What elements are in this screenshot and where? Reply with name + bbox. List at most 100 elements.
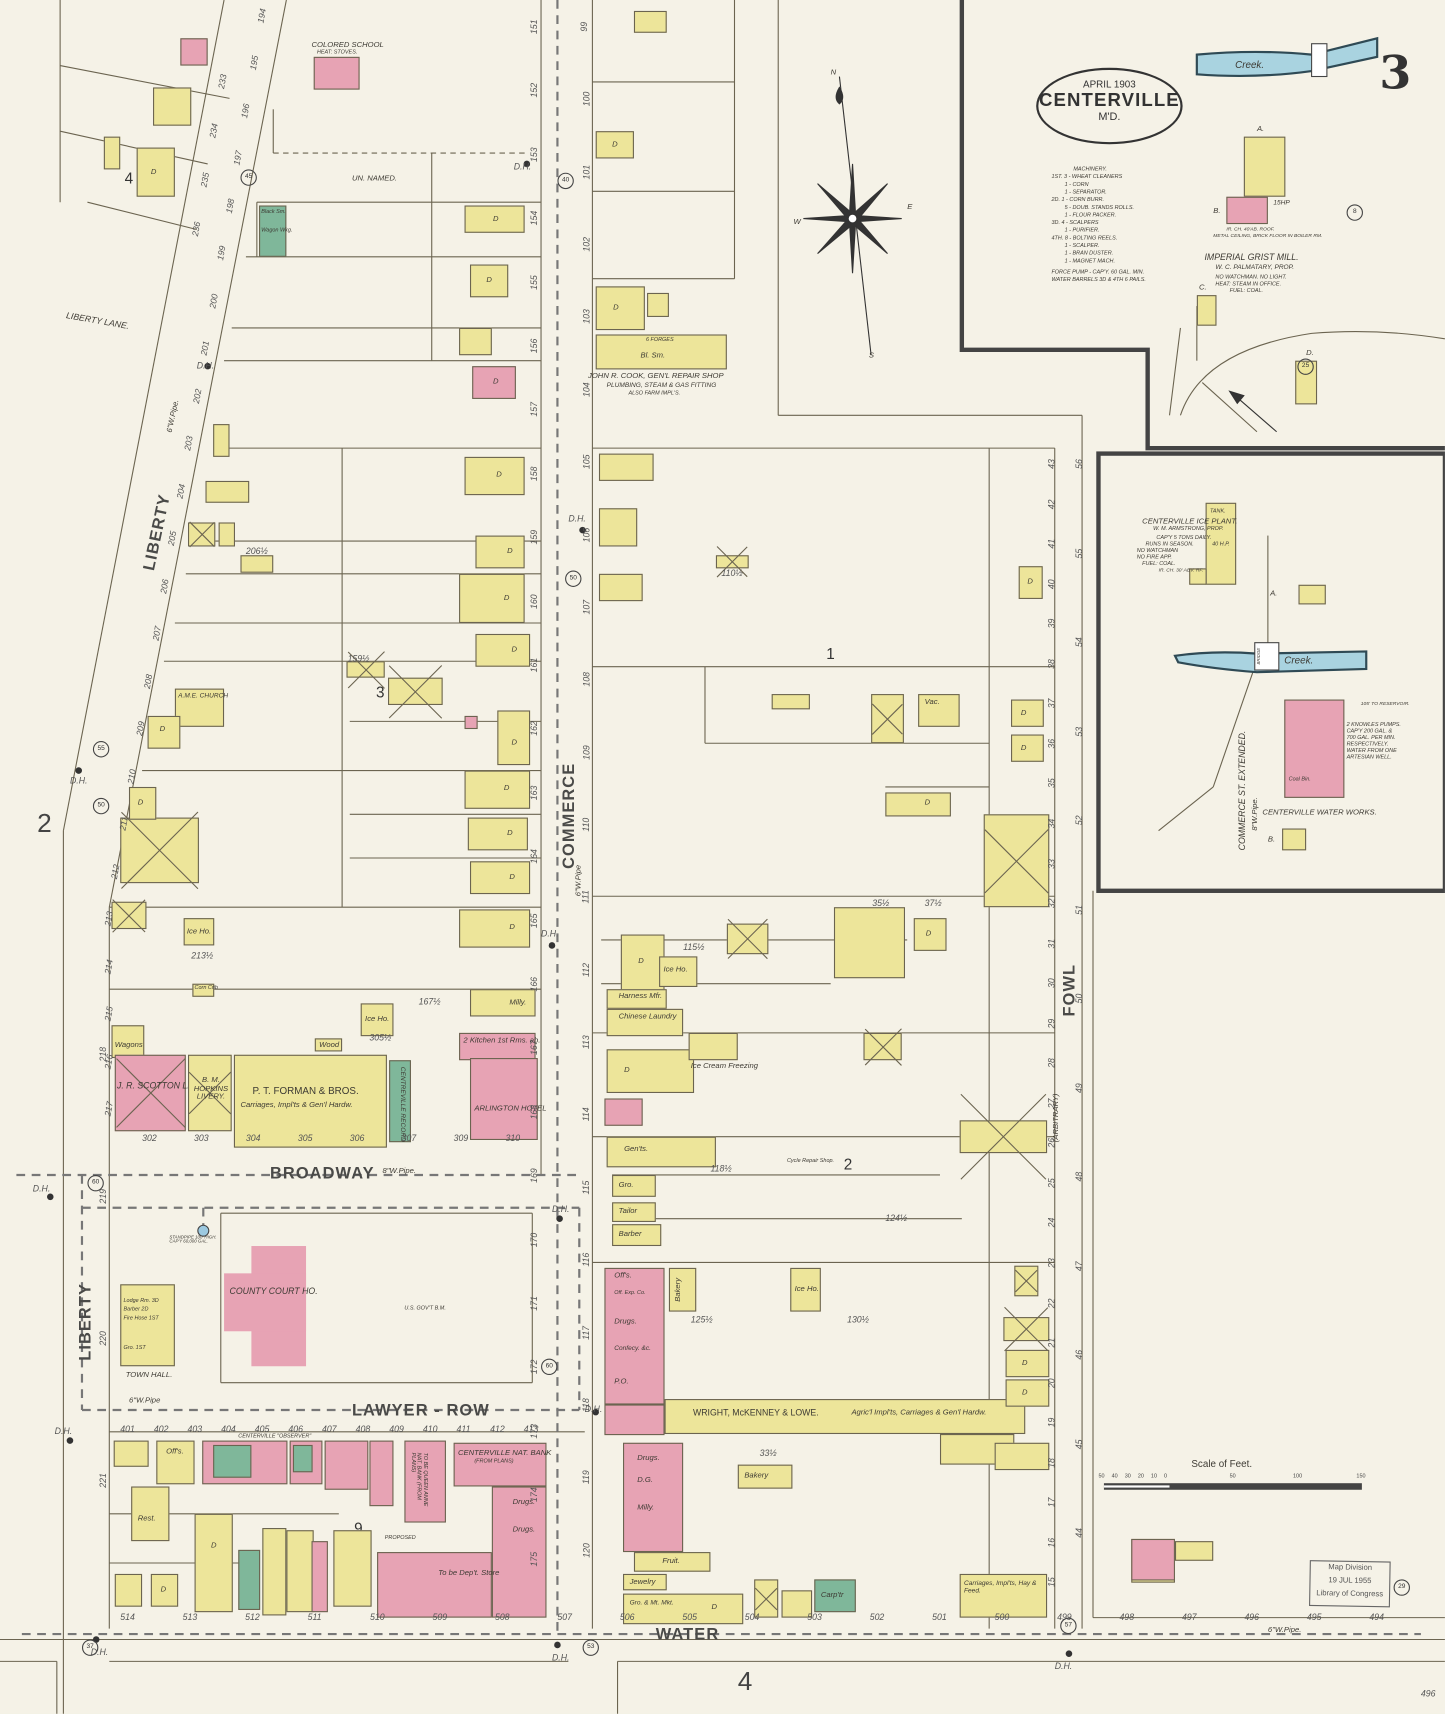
mill-chimney: IR. CH. 40'AB. ROOF. [1226, 226, 1275, 232]
water-works-name: CENTERVILLE WATER WORKS. [1262, 808, 1377, 817]
lot-number: 163 [529, 785, 540, 801]
cook-shop-farm: ALSO FARM IMPL'S. [628, 390, 681, 397]
lot-number: 111 [581, 890, 591, 904]
grocery-label: Gro. [618, 1181, 634, 1190]
town-hall-label: TOWN HALL. [125, 1371, 173, 1380]
dwelling-label: D [137, 798, 144, 807]
dwelling: D [147, 715, 181, 749]
hydrant-marker: 29 [1393, 1579, 1410, 1596]
street-commerce: COMMERCE [559, 762, 579, 869]
dwelling-label: D [503, 594, 510, 603]
machinery-item: 2D. 1 - CORN BURR. [1051, 196, 1104, 204]
millinery-label: Milly. [509, 999, 527, 1007]
queen-anne-label: TO BE QUEEN ANNE NAT. BANK (FROM PLANS) [409, 1452, 429, 1507]
forman-label: P. T. FORMAN & BROS. [252, 1085, 359, 1097]
outbuilding [213, 424, 230, 457]
lot-number: 174 [529, 1487, 540, 1503]
lot-number: 112 [581, 962, 592, 977]
mill-barrels: WATER BARRELS 3D & 4TH 6 PAILS. [1051, 276, 1146, 284]
dwelling: D [459, 573, 525, 624]
confecy-label: Confecy. &c. [614, 1345, 651, 1353]
barber-label: Barber [618, 1230, 642, 1239]
lot-number: 161 [529, 657, 540, 673]
lot-number: 409 [389, 1424, 404, 1435]
dwelling: D [475, 535, 525, 569]
lot-number: 410 [422, 1424, 438, 1435]
store-row-brick: Drugs. D.G. Milly. [623, 1442, 684, 1553]
lot-number: 501 [932, 1612, 947, 1623]
lot-number: 504 [744, 1612, 760, 1623]
mill-label-a: A. [1256, 125, 1265, 134]
wright-uses: Agric'l Impl'ts, Carriages & Gen'l Hardw… [851, 1408, 987, 1417]
ice-plant-note: FUEL: COAL. [1142, 560, 1176, 568]
lot-number: 159½ [347, 653, 370, 664]
gents-label: Gen'ts. [624, 1145, 649, 1154]
lot-number: 54 [1074, 637, 1085, 648]
fire-hydrant-label: D.H. [54, 1426, 73, 1437]
us-govt-bm-label: U.S. GOV'T B.M. [404, 1305, 446, 1312]
lot-number: 109 [581, 744, 592, 760]
queen-anne-bank-building: TO BE QUEEN ANNE NAT. BANK (FROM PLANS) [404, 1440, 446, 1523]
ice-house-label: Ice Ho. [663, 966, 688, 974]
water-works-note: 700 GAL. PER MIN. [1346, 734, 1396, 742]
lot-number: 506 [619, 1612, 635, 1623]
dwelling: D [464, 205, 525, 233]
compass-e: E [907, 203, 913, 211]
lot-number: 114 [581, 1107, 592, 1122]
dwelling: D [464, 770, 531, 809]
stone-building [238, 1549, 261, 1610]
dwelling-label: D [1020, 709, 1027, 718]
dwelling: D [467, 817, 528, 851]
library-stamp: Map Division 19 JUL 1955 Library of Cong… [1309, 1560, 1391, 1608]
lot-number: 116 [581, 1252, 592, 1267]
lot-number: 511 [307, 1612, 322, 1623]
wagon-label: Wagon Wkg. [261, 227, 293, 234]
title-cartouche: APRIL 1903 CENTERVILLE M'D. [1036, 67, 1183, 145]
lot-number: 44 [1074, 1528, 1085, 1539]
grocery: Gro. [612, 1174, 656, 1197]
vacant-building [983, 814, 1050, 908]
dwelling-label: D [624, 1066, 630, 1075]
dwelling-label: D [1027, 578, 1033, 586]
lot-number: 125½ [690, 1314, 713, 1325]
dwelling: D [1005, 1349, 1050, 1378]
lot-number: 158 [529, 466, 540, 481]
ice-plant-note: NO FIRE APP. [1136, 554, 1172, 561]
lot-number: 99 [579, 21, 590, 32]
grist-mill-building [1243, 136, 1286, 197]
lot-number: 510 [370, 1612, 385, 1623]
town-hall-use: Gro. 1ST [123, 1344, 146, 1351]
lot-number: 45 [1074, 1439, 1085, 1450]
lot-number: 160 [529, 593, 540, 609]
machinery-item: 5 - DOUB. STANDS ROLLS. [1064, 204, 1135, 211]
lot-number: 106 [581, 527, 592, 542]
mill-name: IMPERIAL GRIST MILL. [1204, 252, 1299, 263]
jewelry-store: Jewelry [623, 1573, 667, 1591]
lot-number: 52 [1074, 815, 1085, 826]
lot-number: 500 [994, 1612, 1010, 1623]
map-date: APRIL 1903 [1083, 78, 1136, 90]
lot-number: 31 [1047, 938, 1057, 949]
lot-number: 167½ [418, 996, 441, 1007]
lot-number: 170 [529, 1232, 540, 1247]
vacant-building [388, 677, 443, 705]
lot-number: 38 [1047, 658, 1057, 669]
dwelling: D [469, 861, 531, 895]
vacant-building [346, 661, 385, 678]
water-works-note: CAP'Y 200 GAL. & [1346, 727, 1393, 735]
compass-n: N [830, 68, 837, 77]
lot-number: 46 [1074, 1350, 1085, 1361]
blacksmith-label: Black Sm. [261, 208, 286, 216]
lot-number: 24 [1047, 1218, 1057, 1228]
dwelling-label: D [1021, 1389, 1028, 1397]
restaurant: Rest. [131, 1486, 170, 1542]
lot-number: 512 [245, 1612, 260, 1623]
arlington-hotel-building: ARLINGTON HOTEL [469, 1058, 547, 1140]
ice-plant-name: CENTERVILLE ICE PLANT. [1142, 518, 1238, 526]
lot-number: 119 [581, 1470, 592, 1485]
map-state: M'D. [1098, 111, 1121, 124]
lot-number: 413 [523, 1424, 539, 1435]
